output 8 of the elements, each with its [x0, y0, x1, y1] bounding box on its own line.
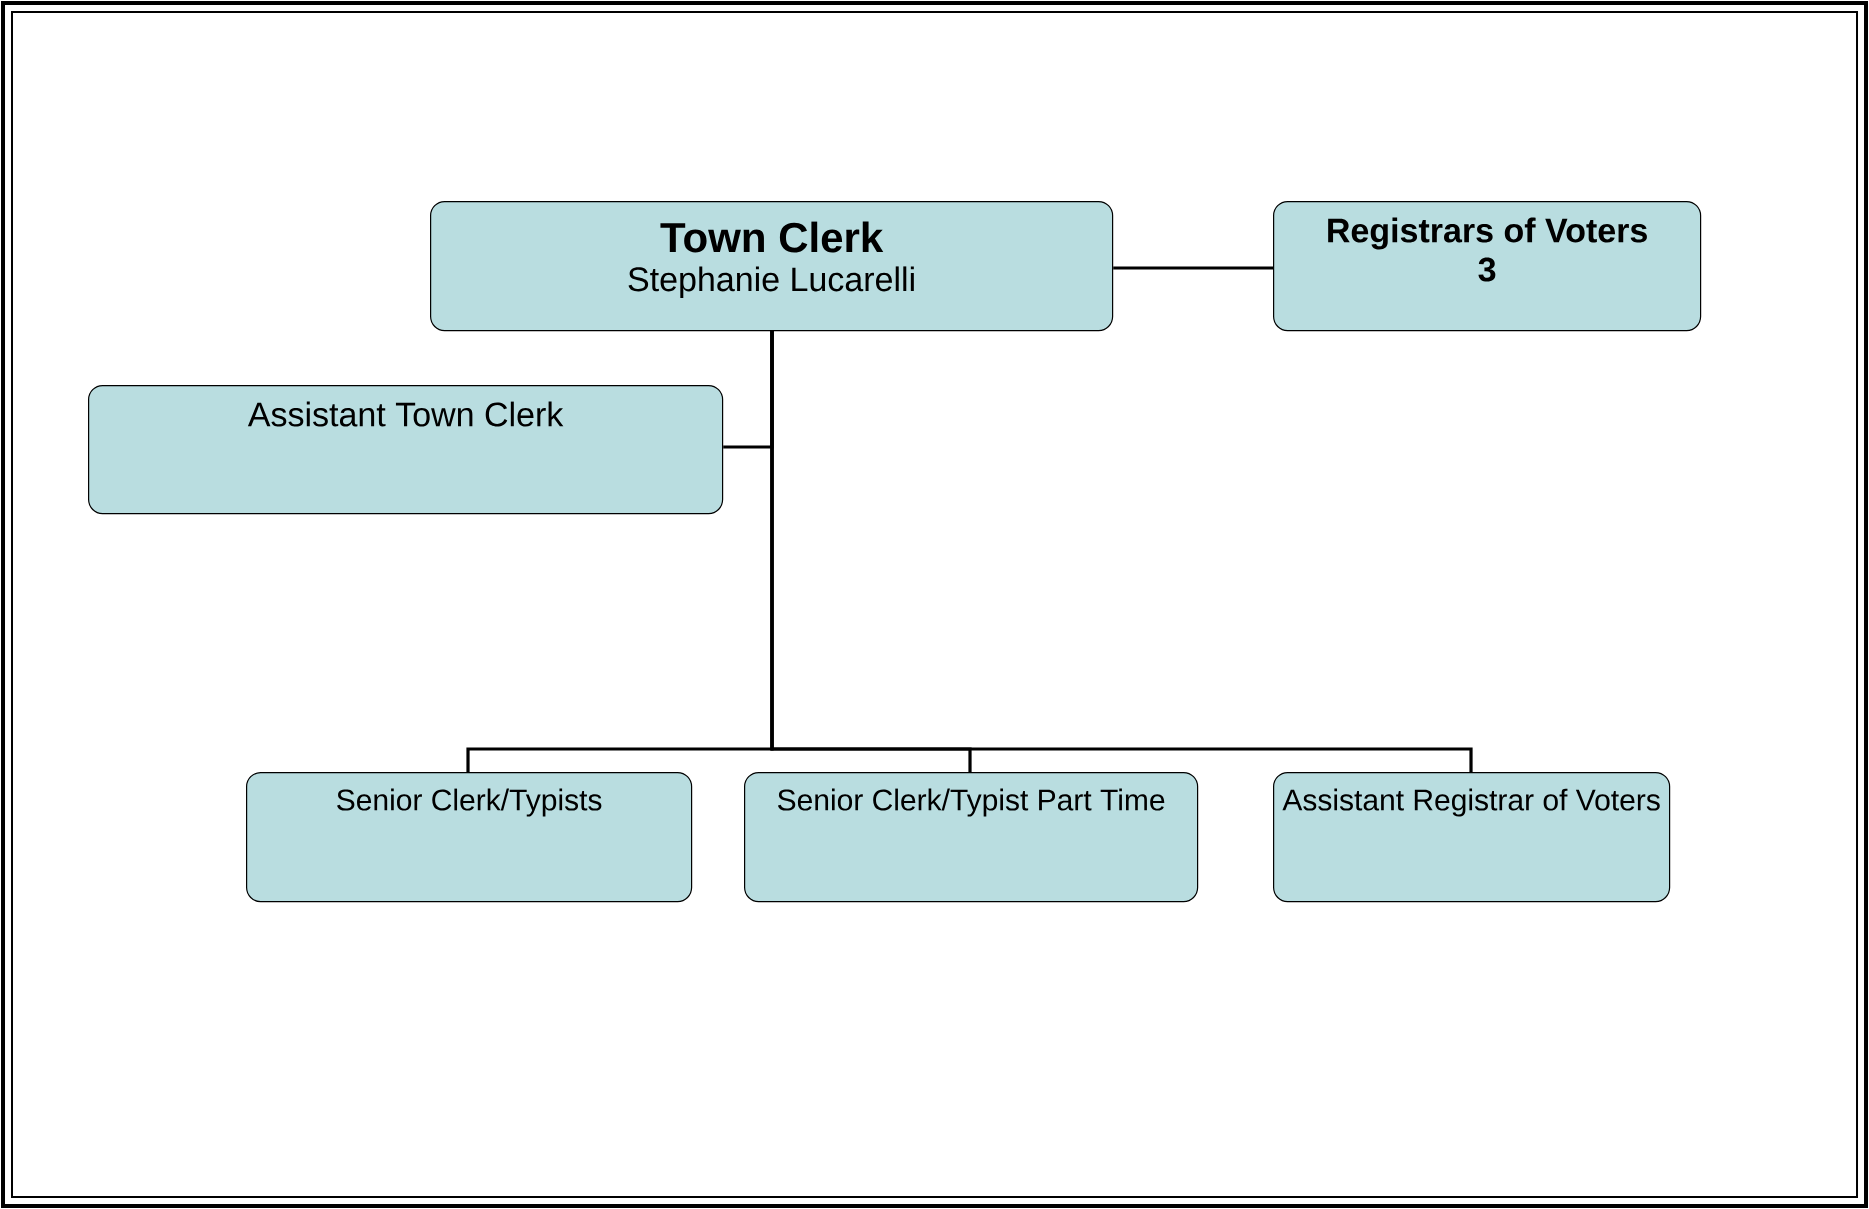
position-box: Registrars of Voters 3 [1273, 201, 1702, 332]
position-box: Town Clerk Stephanie Lucarelli [430, 201, 1114, 332]
position-box: Senior Clerk/Typists [246, 772, 693, 903]
position-box: Senior Clerk/Typist Part Time [744, 772, 1199, 903]
position-box: Assistant Town Clerk [88, 385, 724, 515]
connector-line [1113, 266, 1273, 270]
position-box: Assistant Registrar of Voters [1273, 772, 1671, 903]
connector-line [770, 330, 1473, 772]
